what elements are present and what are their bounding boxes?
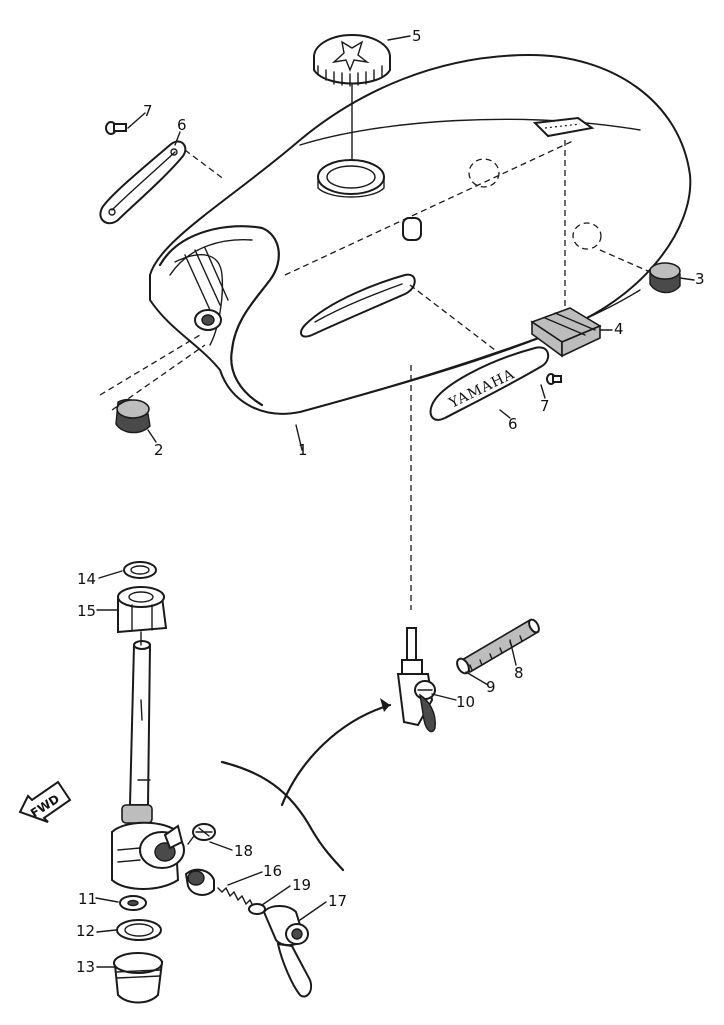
label-14: 14 xyxy=(77,570,96,588)
grommet-front-leader-2 xyxy=(111,344,206,411)
fuel-cock-assembly xyxy=(396,627,436,733)
washer-11 xyxy=(119,895,147,911)
screw-upper xyxy=(105,121,127,135)
grommet-front-leader xyxy=(99,334,201,396)
gasket-12 xyxy=(116,919,162,941)
detail-arrowhead xyxy=(380,698,390,712)
emblem-upper-leader xyxy=(184,149,226,181)
label-11: 11 xyxy=(78,890,97,908)
fuel-cap xyxy=(313,34,391,161)
screw-18 xyxy=(187,823,216,845)
fuel-filter xyxy=(456,618,540,675)
label-9: 9 xyxy=(486,678,496,696)
fwd-arrow: FWD xyxy=(18,780,72,823)
lever-17 xyxy=(262,905,312,998)
label-7-upper: 7 xyxy=(143,102,153,120)
cup-13 xyxy=(113,952,164,1004)
grommet-rear xyxy=(649,262,681,294)
label-4: 4 xyxy=(614,320,624,338)
nut-14 xyxy=(123,561,157,579)
label-7-lower: 7 xyxy=(540,397,550,415)
label-19: 19 xyxy=(292,876,311,894)
label-5: 5 xyxy=(412,27,422,45)
detail-arrow xyxy=(280,703,392,807)
label-16: 16 xyxy=(263,862,282,880)
label-8: 8 xyxy=(514,664,524,682)
plug-valve xyxy=(184,868,215,896)
label-12: 12 xyxy=(76,922,95,940)
grommet-front xyxy=(115,398,151,434)
grommet-rear-leader xyxy=(599,249,651,273)
nut-15 xyxy=(117,586,168,634)
pipe-tube xyxy=(128,640,152,806)
part-labels: 5 7 6 3 4 7 6 2 1 8 9 10 14 15 18 16 19 … xyxy=(76,27,705,976)
emblem-yamaha-leader xyxy=(409,284,496,351)
label-15: 15 xyxy=(77,602,96,620)
fuel-cock-body xyxy=(111,804,185,890)
fuel-tank xyxy=(149,53,692,415)
label-1: 1 xyxy=(298,441,308,459)
label-10: 10 xyxy=(456,693,475,711)
label-6-lower: 6 xyxy=(508,415,518,433)
label-13: 13 xyxy=(76,958,95,976)
group-bracket xyxy=(220,760,345,872)
emblem-plate-upper xyxy=(99,140,187,225)
label-17: 17 xyxy=(328,892,347,910)
oring-19 xyxy=(248,903,266,915)
label-2: 2 xyxy=(154,441,164,459)
spring-16 xyxy=(217,886,255,909)
label-leaders xyxy=(95,35,695,968)
screw-lower xyxy=(546,373,562,385)
label-6-upper: 6 xyxy=(177,116,187,134)
label-3: 3 xyxy=(695,270,705,288)
damper-pad xyxy=(530,307,602,358)
label-18: 18 xyxy=(234,842,253,860)
